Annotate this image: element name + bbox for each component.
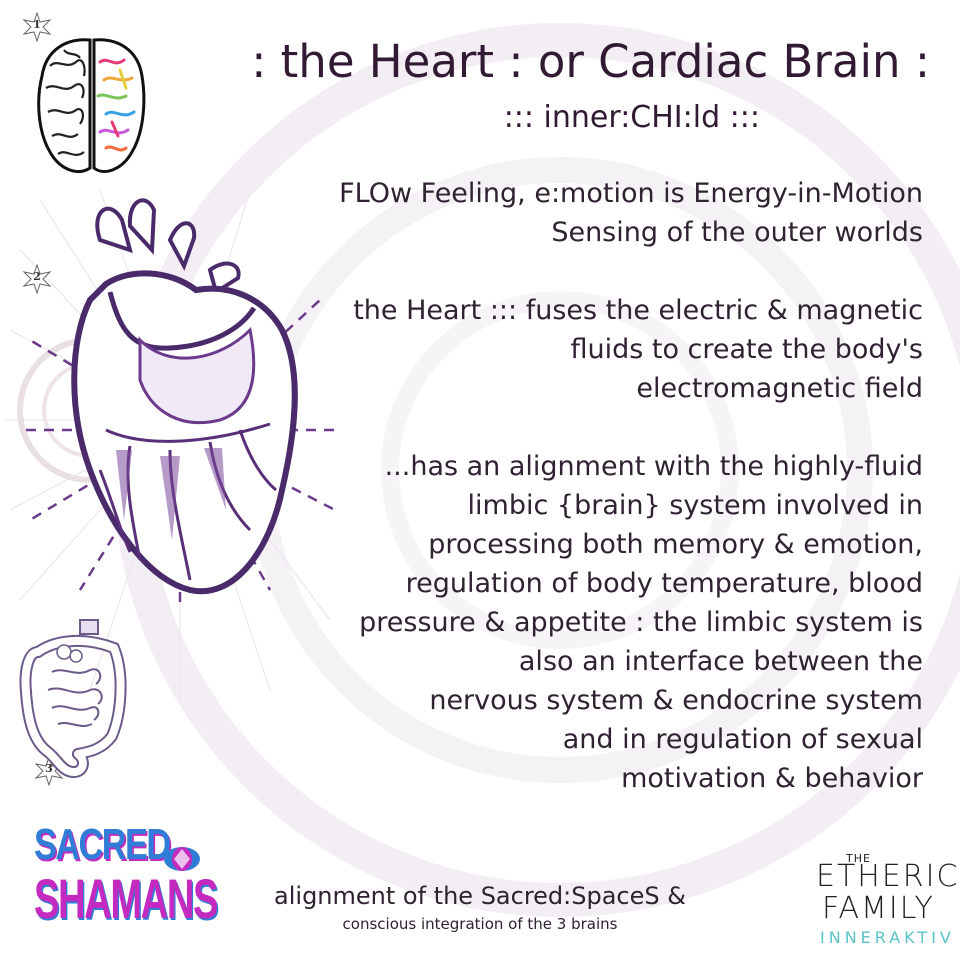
etheric-family-logo: THE ETHERIC FAMILY INNERAKTIV bbox=[810, 852, 957, 952]
marker-star-1: 1 bbox=[22, 12, 52, 42]
body-line: regulation of body temperature, blood bbox=[405, 568, 923, 599]
marker-star-2: 2 bbox=[22, 264, 52, 294]
body-line: fluids to create the body's bbox=[570, 334, 923, 365]
etheric-logo-the: THE bbox=[846, 852, 871, 865]
footer-tagline: alignment of the Sacred:SpaceS & bbox=[274, 882, 686, 910]
body-line: electromagnetic field bbox=[636, 373, 923, 404]
body-line: motivation & behavior bbox=[621, 763, 923, 794]
etheric-logo-line1: ETHERIC bbox=[816, 859, 960, 894]
body-line: Sensing of the outer worlds bbox=[551, 217, 923, 248]
etheric-logo-line3: INNERAKTIV bbox=[820, 928, 955, 947]
body-line: and in regulation of sexual bbox=[562, 724, 923, 755]
marker-1-label: 1 bbox=[33, 18, 41, 31]
body-text: FLOw Feeling, e:motion is Energy-in-Moti… bbox=[240, 174, 923, 798]
body-line: processing both memory & emotion, bbox=[428, 529, 923, 560]
body-line: limbic {brain} system involved in bbox=[467, 490, 923, 521]
body-line: pressure & appetite : the limbic system … bbox=[359, 607, 923, 638]
marker-2-label: 2 bbox=[33, 270, 41, 283]
body-line: FLOw Feeling, e:motion is Energy-in-Moti… bbox=[339, 178, 923, 209]
sacred-shamans-emblem-icon bbox=[164, 847, 200, 871]
body-line: also an interface between the bbox=[518, 646, 923, 677]
sacred-shamans-logo-line1: SACRED bbox=[34, 820, 171, 869]
brain-illustration bbox=[37, 38, 146, 173]
sacred-shamans-logo-line2: SHAMANS bbox=[34, 867, 218, 930]
etheric-logo-line2: FAMILY bbox=[822, 891, 935, 926]
intestine-illustration bbox=[19, 619, 127, 779]
body-line: the Heart ::: fuses the electric & magne… bbox=[353, 295, 923, 326]
page-title: : the Heart : or Cardiac Brain : bbox=[251, 35, 930, 88]
marker-3-label: 3 bbox=[45, 762, 53, 775]
sacred-shamans-logo: SACRED SHAMANS bbox=[34, 820, 218, 945]
page-subtitle: ::: inner:CHI:ld ::: bbox=[503, 100, 760, 135]
heart-illustration bbox=[25, 198, 338, 608]
body-line: ...has an alignment with the highly-flui… bbox=[384, 451, 923, 482]
footer-subtagline: conscious integration of the 3 brains bbox=[342, 915, 618, 933]
body-line: nervous system & endocrine system bbox=[429, 685, 923, 716]
